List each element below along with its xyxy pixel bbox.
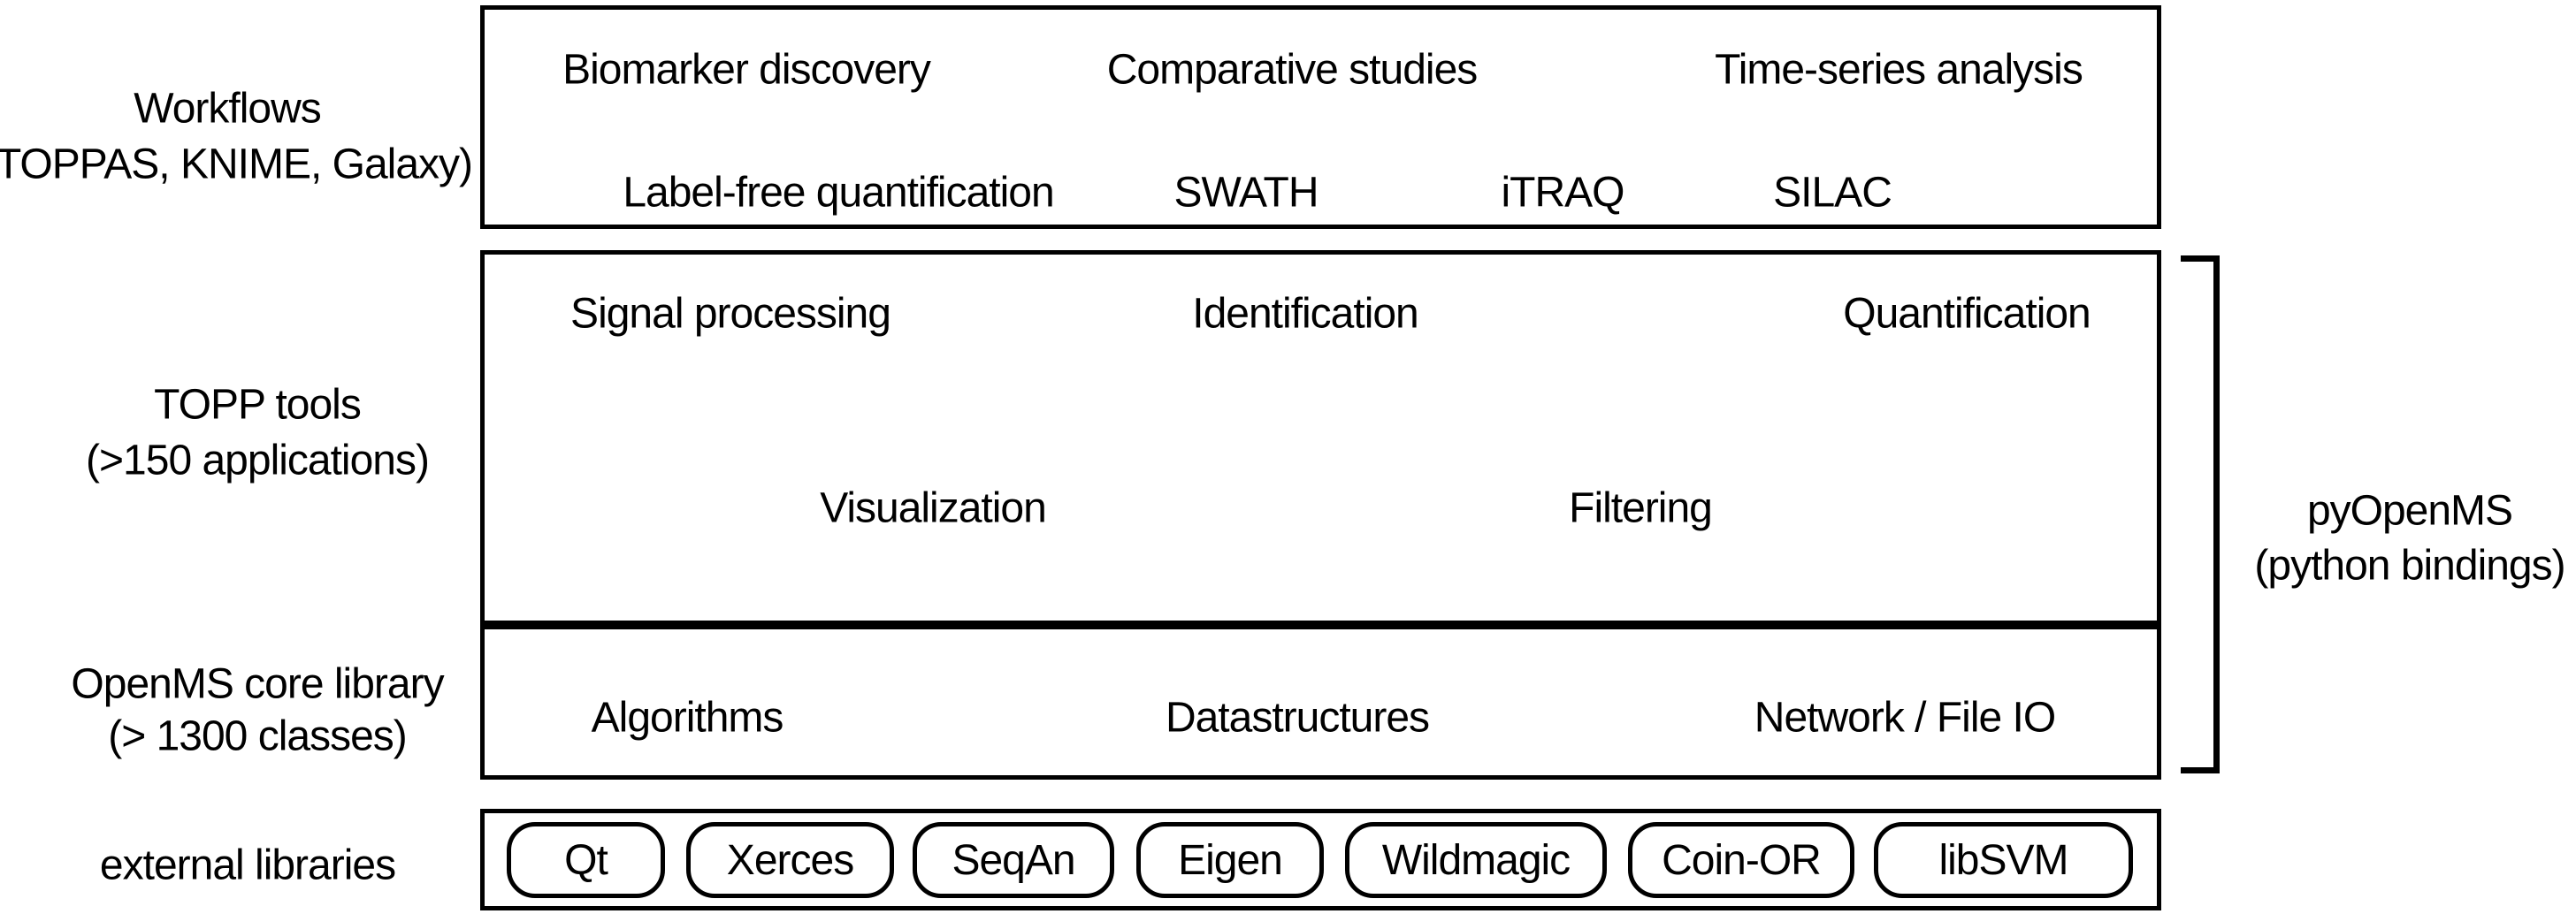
workflows-layer-label: Workflows [134,85,321,133]
workflow-item-time-series-analysis: Time-series analysis [1715,46,2083,94]
workflow-item-silac: SILAC [1773,169,1892,217]
workflows-box [480,5,2161,229]
topp-item-identification: Identification [1192,290,1419,338]
external-layer-label: external libraries [99,842,396,889]
topp-item-quantification: Quantification [1843,290,2091,338]
topp-tools-box [480,250,2161,625]
topp-layer-sublabel: (>150 applications) [86,437,430,484]
workflows-layer-sublabel: (TOPPAS, KNIME, Galaxy) [0,141,473,188]
pyopenms-label: pyOpenMS [2306,487,2513,535]
core-item-network-file-io: Network / File IO [1754,694,2056,742]
external-lib-pill-seqan: SeqAn [913,822,1114,898]
external-lib-pill-libsvm: libSVM [1874,822,2133,898]
core-item-datastructures: Datastructures [1165,694,1430,742]
external-lib-pill-wildmagic: Wildmagic [1345,822,1607,898]
topp-item-filtering: Filtering [1569,484,1713,532]
topp-layer-label: TOPP tools [154,381,362,429]
workflow-item-comparative-studies: Comparative studies [1106,46,1479,94]
core-layer-sublabel: (> 1300 classes) [108,712,408,760]
external-lib-pill-xerces: Xerces [686,822,894,898]
pyopenms-bracket [2181,255,2220,773]
workflow-item-swath: SWATH [1173,169,1319,217]
core-item-algorithms: Algorithms [591,694,784,742]
workflow-item-label-free-quantification: Label-free quantification [623,169,1054,217]
workflow-item-biomarker-discovery: Biomarker discovery [562,46,931,94]
core-library-box [480,625,2161,780]
workflow-item-itraq: iTRAQ [1501,169,1625,217]
external-lib-pill-qt: Qt [507,822,665,898]
external-lib-pill-coin-or: Coin-OR [1628,822,1854,898]
external-lib-pill-eigen: Eigen [1136,822,1324,898]
core-layer-label: OpenMS core library [71,660,444,708]
pyopenms-sublabel: (python bindings) [2254,542,2565,590]
topp-item-visualization: Visualization [820,484,1047,532]
topp-item-signal-processing: Signal processing [570,290,891,338]
